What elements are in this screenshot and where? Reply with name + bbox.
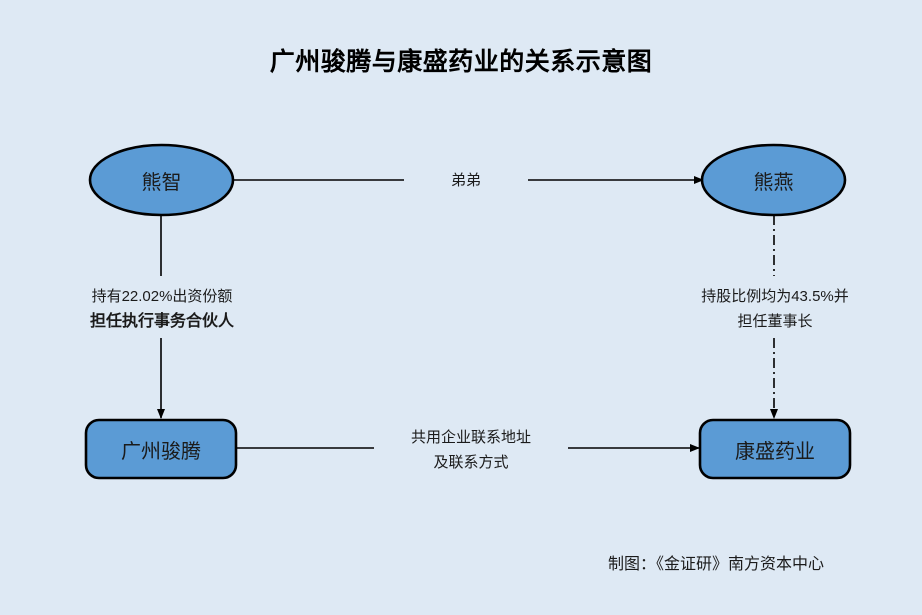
edge-label-kangsheng-stake-line-2: 担任董事长: [737, 313, 813, 330]
edge-label-shared-contact-line-1: 共用企业联系地址: [410, 429, 531, 446]
node-guangzhou-junteng[interactable]: [84, 418, 238, 480]
node-label-xiong-zhi: 熊智: [141, 171, 182, 194]
node-label-guangzhou-junteng: 广州骏腾: [121, 440, 201, 463]
page-title: 广州骏腾与康盛药业的关系示意图: [269, 48, 653, 76]
node-kangsheng-yaoye[interactable]: [698, 418, 852, 480]
edge-label-kangsheng-stake: 持股比例均为43.5%并 担任董事长: [640, 284, 910, 334]
node-label-kangsheng-yaoye: 康盛药业: [735, 440, 815, 463]
edge-label-sibling-line-1: 弟弟: [450, 172, 481, 189]
edge-label-sibling: 弟弟: [406, 168, 526, 193]
edge-label-shared-contact: 共用企业联系地址 及联系方式: [376, 425, 566, 475]
edge-label-junteng-stake: 持有22.02%出资份额 担任执行事务合伙人: [40, 284, 284, 334]
edge-label-junteng-stake-line-2: 担任执行事务合伙人: [89, 313, 234, 330]
edge-label-kangsheng-stake-line-1: 持股比例均为43.5%并: [701, 288, 849, 305]
edge-label-shared-contact-line-2: 及联系方式: [433, 454, 509, 471]
edge-label-junteng-stake-line-1: 持有22.02%出资份额: [91, 288, 233, 305]
node-xiong-yan[interactable]: [700, 143, 847, 217]
credit-line: 制图：《金证研》南方资本中心: [607, 556, 824, 573]
node-xiong-zhi[interactable]: [88, 143, 235, 217]
node-label-xiong-yan: 熊燕: [753, 171, 794, 194]
